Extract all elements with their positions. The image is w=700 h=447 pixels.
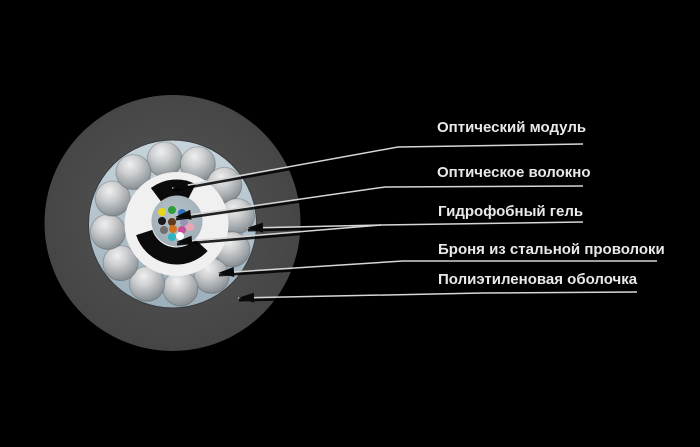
label-steel-wire-armor: Броня из стальной проволоки — [438, 241, 665, 258]
armor-wire — [90, 213, 126, 250]
leader-line-shadows — [172, 144, 658, 302]
armor-wire — [102, 245, 139, 282]
label-optical-fiber: Оптическое волокно — [437, 164, 591, 181]
leader-line-sheath — [237, 291, 638, 299]
fiber-cyan — [168, 233, 176, 241]
fiber-green — [168, 206, 176, 214]
arrowhead-sheath — [238, 292, 255, 303]
label-polyethylene-sheath: Полиэтиленовая оболочка — [438, 271, 638, 288]
arrowhead-gel-core — [176, 235, 193, 246]
label-hydrophobic-gel: Гидрофобный гель — [438, 203, 584, 220]
armor-wire — [146, 141, 183, 178]
armor-wire — [162, 270, 199, 307]
leader-line-optical-fiber — [174, 185, 584, 218]
fiber-black — [158, 217, 166, 225]
arrowhead-armor — [218, 266, 235, 277]
leader-lines — [171, 143, 657, 299]
fiber-gray — [160, 226, 168, 234]
fiber-white — [176, 232, 184, 240]
fiber-violet — [180, 218, 188, 226]
fiber-brown — [168, 218, 176, 226]
arrowheads — [172, 180, 264, 303]
leader-line-optical-module — [171, 143, 584, 189]
arrowhead-optical-module — [172, 180, 189, 191]
label-optical-module: Оптический модуль — [437, 119, 587, 136]
leader-line-gel-filler — [246, 224, 382, 229]
fiber-pink — [186, 223, 194, 231]
leader-line-armor — [217, 260, 657, 274]
armor-wire — [94, 180, 131, 217]
fiber-yellow — [158, 208, 166, 216]
fiber-orange — [169, 225, 177, 233]
arrowhead-optical-fiber — [175, 209, 192, 220]
armor-wire — [115, 154, 152, 191]
arrowhead-gel-filler — [247, 222, 264, 233]
module-tube-arc-bottom — [136, 229, 208, 265]
